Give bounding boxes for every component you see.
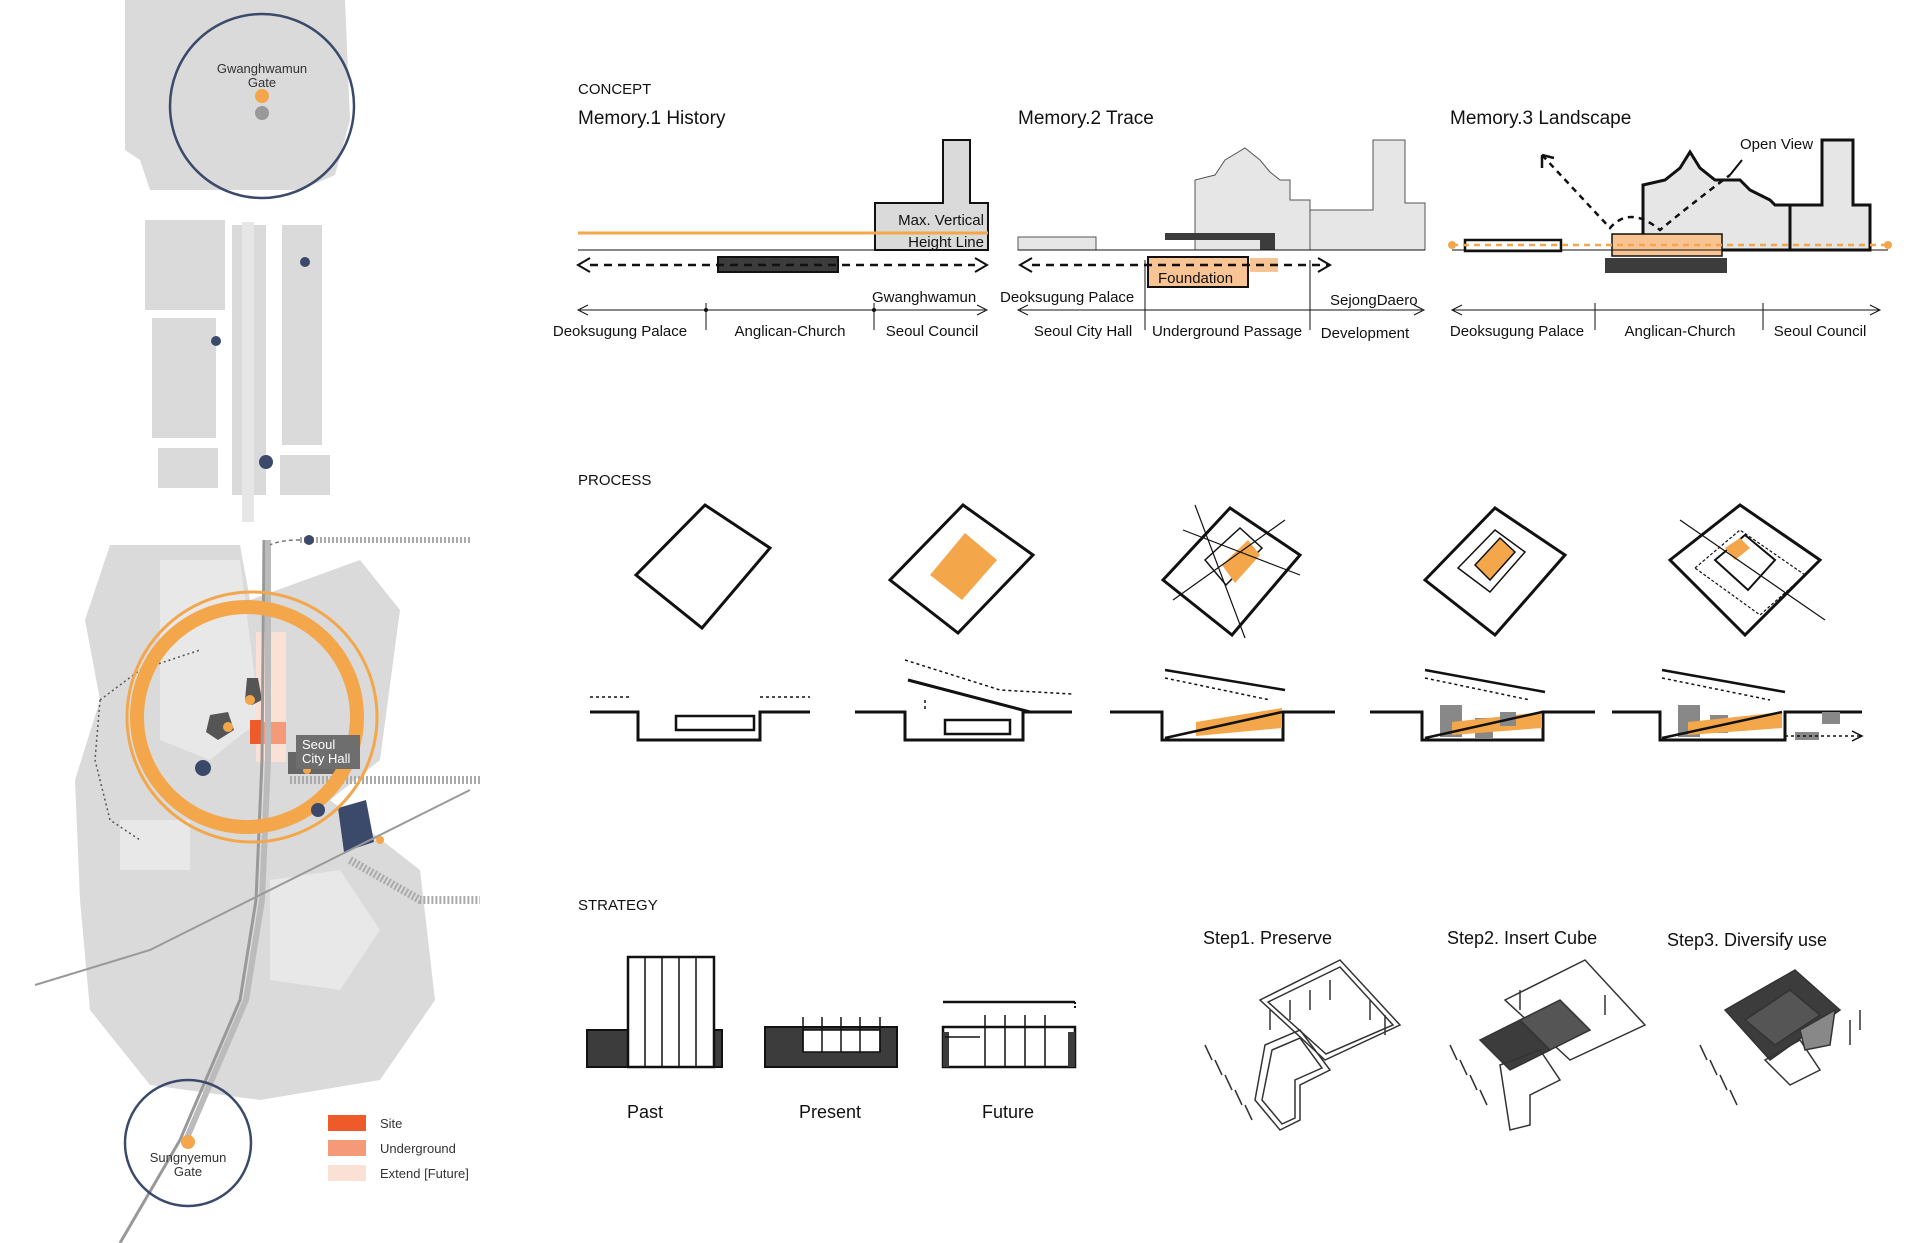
m3-axis-1: Deoksugung Palace	[1450, 323, 1584, 340]
site-map	[34, 0, 480, 1243]
memory-3-diagram: Memory.3 Landscape Open View Deoksugung …	[1448, 108, 1892, 340]
m3-open-view: Open View	[1740, 136, 1813, 153]
m1-axis-2: Anglican-Church	[735, 323, 846, 340]
step-1-title: Step1. Preserve	[1203, 928, 1332, 948]
step-2-title: Step2. Insert Cube	[1447, 928, 1597, 948]
legend-label-extend: Extend [Future]	[380, 1166, 469, 1181]
m1-height-line-1: Max. Vertical	[898, 212, 984, 229]
m2-axis-1: Seoul City Hall	[1034, 323, 1132, 340]
memory-1-title: Memory.1 History	[578, 108, 726, 129]
step-3-axon	[1699, 969, 1861, 1106]
city-hall-label-2: City Hall	[302, 751, 351, 766]
memory-2-title: Memory.2 Trace	[1018, 108, 1154, 129]
sungnyemun-label-1: Sungnyemun	[150, 1150, 227, 1165]
process-plans	[633, 503, 1826, 639]
m2-axis-3: Development	[1321, 325, 1410, 342]
legend-swatch-extend	[328, 1165, 366, 1181]
m2-axis-2: Underground Passage	[1152, 323, 1302, 340]
city-hall-box	[296, 735, 360, 769]
m1-axis-3: Seoul Council	[886, 323, 979, 340]
memory-2-diagram: Memory.2 Trace Foundation Deoksugung Pal…	[1000, 108, 1426, 342]
m1-axis-1: Deoksugung Palace	[553, 323, 687, 340]
sungnyemun-label-2: Gate	[174, 1164, 202, 1179]
city-hall-label-1: Seoul	[302, 737, 335, 752]
m3-axis-2: Anglican-Church	[1625, 323, 1736, 340]
legend-swatch-site	[328, 1115, 366, 1131]
strategy-caption-past: Past	[627, 1102, 663, 1122]
step-2-axon	[1449, 959, 1647, 1131]
strategy-caption-present: Present	[799, 1102, 861, 1122]
memory-3-title: Memory.3 Landscape	[1450, 108, 1631, 129]
map-legend: Site Underground Extend [Future]	[328, 1115, 469, 1181]
m2-sejong: SejongDaero	[1330, 292, 1418, 309]
legend-label-underground: Underground	[380, 1141, 456, 1156]
gwanghwamun-label-1: Gwanghwamun	[217, 61, 307, 76]
strategy-caption-future: Future	[982, 1102, 1034, 1122]
map-labels: Gwanghwamun Gate Seoul City Hall Sungnye…	[150, 61, 360, 1179]
process-sections	[590, 659, 1864, 742]
strategy-future	[941, 1000, 1077, 1069]
m1-height-line-2: Height Line	[908, 234, 984, 251]
step-1-axon	[1204, 959, 1402, 1131]
strategy-present	[764, 1017, 898, 1068]
memory-1-diagram: Memory.1 History Max. Vertical Height Li…	[553, 108, 989, 340]
strategy-header: STRATEGY	[578, 897, 658, 914]
strategy-past	[586, 955, 723, 1069]
process-header: PROCESS	[578, 472, 651, 489]
legend-label-site: Site	[380, 1116, 402, 1131]
legend-swatch-underground	[328, 1140, 366, 1156]
m2-deoksugung: Deoksugung Palace	[1000, 289, 1134, 306]
m1-gwanghwamun: Gwanghwamun	[872, 289, 976, 306]
m3-axis-3: Seoul Council	[1774, 323, 1867, 340]
gwanghwamun-label-2: Gate	[248, 75, 276, 90]
step-3-title: Step3. Diversify use	[1667, 930, 1827, 950]
concept-header: CONCEPT	[578, 81, 651, 98]
m2-foundation: Foundation	[1158, 270, 1233, 287]
